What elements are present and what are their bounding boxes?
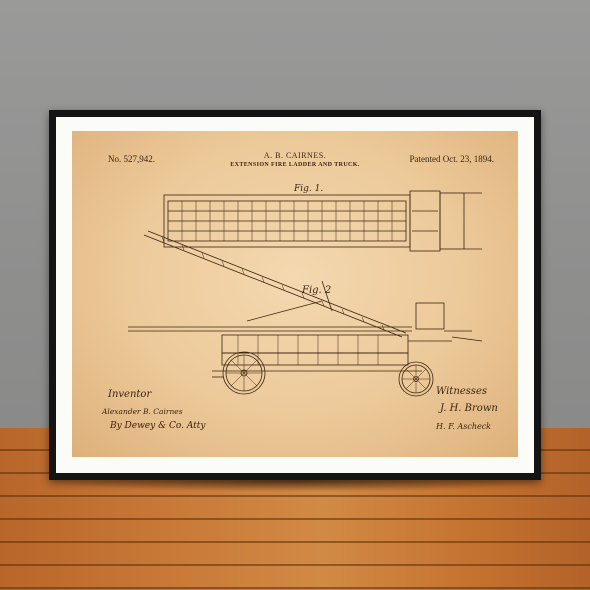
picture-frame: No. 527,942. A. B. CAIRNES. EXTENSION FI… [49,110,541,480]
attorney-signature: By Dewey & Co. Atty [110,421,206,431]
figure-2-truck-side-view [128,302,483,397]
fig2-label: Fig. 2 [301,285,331,296]
inventor-label: Inventor [108,389,152,400]
patent-title: EXTENSION FIRE LADDER AND TRUCK. [230,162,360,168]
patent-date: Patented Oct. 23, 1894. [409,154,495,164]
patent-print: No. 527,942. A. B. CAIRNES. EXTENSION FI… [72,131,518,457]
patent-number: No. 527,942. [108,154,155,164]
witness-signature-2: H. F. Ascheck [436,422,492,431]
witnesses-label: Witnesses [436,386,487,397]
fig1-label: Fig. 1. [293,184,323,194]
figure-1-top-view [163,190,482,252]
white-mat: No. 527,942. A. B. CAIRNES. EXTENSION FI… [56,117,534,473]
figure-2-extended-ladder [143,230,407,338]
inventor-signature: Alexander B. Cairnes [102,407,183,416]
patent-drawing: Fig. 1. Fig. 2 [128,184,483,397]
witness-signature-1: J. H. Brown [440,403,498,414]
inventor-name: A. B. CAIRNES. [263,151,327,160]
